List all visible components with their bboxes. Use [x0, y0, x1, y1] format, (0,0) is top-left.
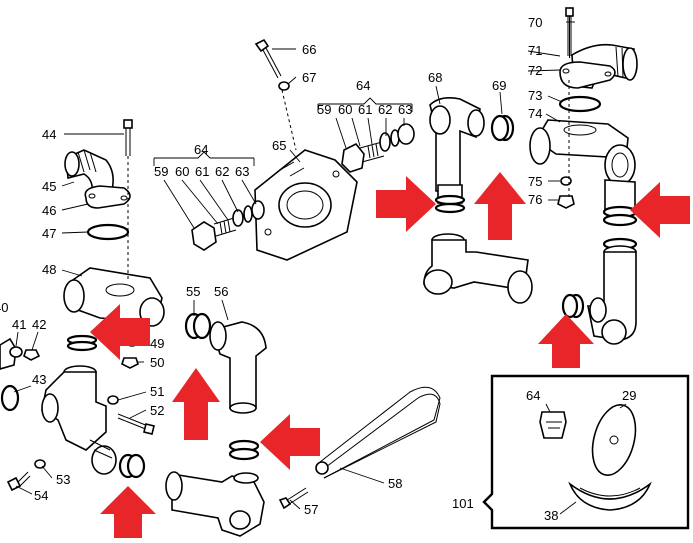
washer-51 [107, 395, 119, 405]
right-elbow-pipe [587, 245, 637, 345]
callout-59-lower: 59 [154, 164, 168, 179]
callout-43: 43 [32, 372, 46, 387]
callout-70: 70 [528, 15, 542, 30]
callout-63-upper: 63 [398, 102, 412, 117]
inset-dish-38 [568, 481, 652, 511]
callout-41: 41 [12, 317, 26, 332]
tee-68 [429, 97, 485, 214]
callout-72: 72 [528, 63, 542, 78]
callout-59-upper: 59 [317, 102, 331, 117]
oring-55 [184, 312, 212, 340]
callout-42: 42 [32, 317, 46, 332]
inset-diaphragm-29 [591, 404, 637, 476]
callout-labels: 70 71 72 73 74 75 76 68 69 64 59 60 61 6… [0, 15, 636, 523]
inset-ref-101: 101 [452, 496, 474, 511]
callout-62-upper: 62 [378, 102, 392, 117]
callout-46: 46 [42, 203, 56, 218]
callout-61-upper: 61 [358, 102, 372, 117]
callout-63-lower: 63 [235, 164, 249, 179]
callout-50: 50 [150, 355, 164, 370]
lower-elbow [118, 453, 265, 537]
bolt-57 [278, 487, 309, 510]
callout-62-lower: 62 [215, 164, 229, 179]
callout-53: 53 [56, 472, 70, 487]
bracket-58 [315, 386, 441, 479]
bolt-70 [565, 7, 574, 58]
washer-53 [34, 459, 46, 469]
callout-60-upper: 60 [338, 102, 352, 117]
inset-valve-64 [539, 411, 567, 439]
body-74 [529, 119, 636, 215]
arrow-up-55 [172, 368, 220, 440]
callout-55: 55 [186, 284, 200, 299]
callout-66: 66 [302, 42, 316, 57]
inset-callout-29: 29 [622, 388, 636, 403]
arrow-up-lower [100, 486, 156, 538]
washer-67 [278, 81, 290, 91]
arrow-left-right [630, 182, 690, 238]
callout-52: 52 [150, 403, 164, 418]
callout-51: 51 [150, 384, 164, 399]
oring-stack-right [602, 205, 638, 251]
callout-58: 58 [388, 476, 402, 491]
oring-73 [558, 95, 602, 113]
arrow-left-56 [260, 414, 320, 470]
callout-60-lower: 60 [175, 164, 189, 179]
callout-49: 49 [150, 336, 164, 351]
callout-56: 56 [214, 284, 228, 299]
oring-47 [86, 223, 130, 241]
nut-76 [557, 195, 575, 209]
callout-65: 65 [272, 138, 286, 153]
callout-48: 48 [42, 262, 56, 277]
callout-64-upper: 64 [356, 78, 370, 93]
callout-75: 75 [528, 174, 542, 189]
alignment-lines [127, 80, 570, 282]
arrow-up-69 [474, 172, 526, 240]
bolt-66 [254, 38, 282, 79]
callout-64-lower: 64 [194, 142, 208, 157]
bolt-52 [117, 413, 155, 435]
callout-71: 71 [528, 43, 542, 58]
flange-72 [559, 61, 616, 89]
manifold-48 [63, 267, 165, 352]
nut-50 [121, 357, 139, 369]
pump-head-65 [254, 149, 358, 261]
callout-76: 76 [528, 192, 542, 207]
red-arrows [90, 172, 690, 538]
callout-47: 47 [42, 226, 56, 241]
lower-left-tee [41, 365, 117, 475]
callout-74: 74 [528, 106, 542, 121]
inset-callout-38: 38 [544, 508, 558, 523]
callout-45: 45 [42, 179, 56, 194]
flange-46 [84, 185, 131, 209]
oring-69 [490, 114, 515, 142]
callout-40: 40 [0, 300, 8, 315]
callout-54: 54 [34, 488, 48, 503]
elbow-56 [209, 321, 267, 461]
inset-callout-64: 64 [526, 388, 540, 403]
callout-68: 68 [428, 70, 442, 85]
callout-57: 57 [304, 502, 318, 517]
valve-stack-upper [341, 123, 415, 173]
arrow-right-68 [376, 176, 436, 232]
leader-lines [13, 21, 627, 515]
bolt-44 [123, 119, 133, 156]
valve-stack-lower [191, 200, 265, 251]
lower-tee [423, 233, 585, 319]
inset-box [482, 374, 690, 530]
arrow-up-right [538, 314, 594, 368]
callout-69: 69 [492, 78, 506, 93]
callout-67: 67 [302, 70, 316, 85]
arrow-left-48 [90, 304, 150, 360]
callout-44: 44 [42, 127, 56, 142]
callout-61-lower: 61 [195, 164, 209, 179]
callout-73: 73 [528, 88, 542, 103]
